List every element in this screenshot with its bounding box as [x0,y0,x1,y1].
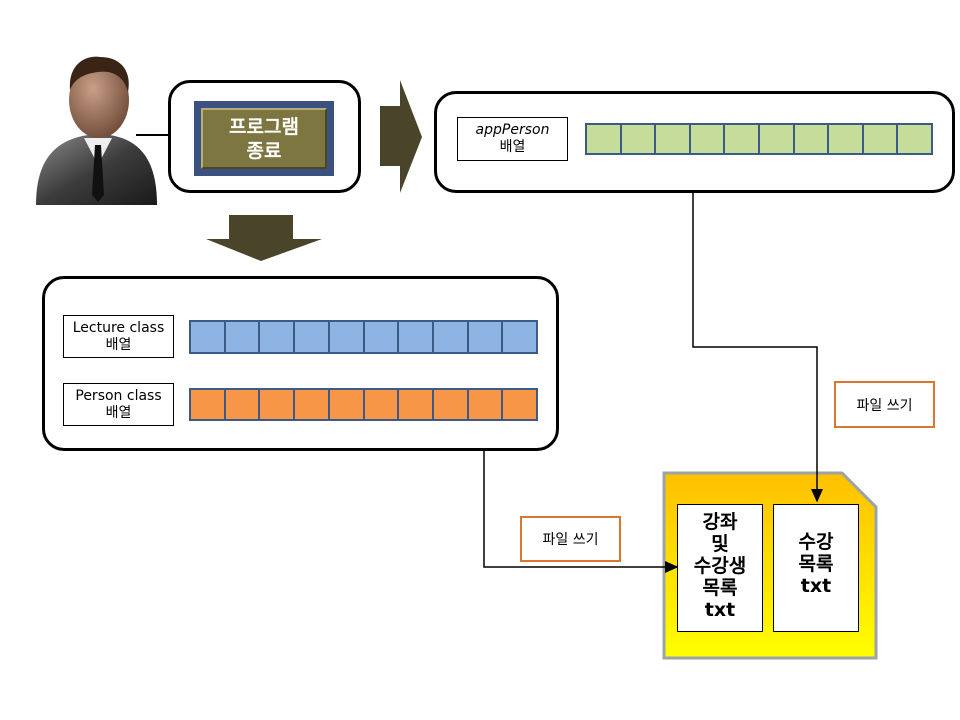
apperson-label-suffix: 배열 [499,139,526,155]
write-file-text-right: 파일 쓰기 [856,397,913,414]
file-left-line2: 및 [711,533,729,555]
file-left-line1: 강좌 [702,511,738,533]
file-right-line1: 수강 [798,531,834,553]
array-cell [725,125,760,153]
person-label-suffix: 배열 [105,404,132,421]
file-left-line5: txt [704,599,736,621]
exit-button-label-line2: 종료 [246,139,282,162]
exit-button-label-line1: 프로그램 [229,115,299,138]
array-cell [399,322,434,352]
array-cell [365,390,400,419]
apperson-label-name: appPerson [475,122,550,138]
file-left-line3: 수강생 [693,555,747,577]
write-file-text-left: 파일 쓰기 [542,532,599,548]
array-cell [898,125,931,153]
array-cell [656,125,691,153]
apperson-label: appPerson 배열 [457,117,568,161]
right-arrow-icon [380,80,422,193]
array-cell [365,322,400,352]
array-cell [587,125,622,153]
array-cell [469,390,504,419]
flow-line-classes [483,451,679,573]
array-cell [330,390,365,419]
apperson-array [585,123,933,155]
write-file-label-right: 파일 쓰기 [834,381,935,428]
array-cell [760,125,795,153]
array-cell [795,125,830,153]
enrollment-list-file: 수강 목록 txt [773,504,859,632]
lecture-label-suffix: 배열 [105,336,132,353]
array-cell [503,322,536,352]
lecture-label-name: Lecture class [72,319,165,336]
array-cell [295,322,330,352]
array-cell [434,390,469,419]
file-right-line3: txt [800,575,832,597]
person-label-name: Person class [75,387,162,404]
array-cell [469,322,504,352]
user-icon [36,56,157,205]
file-left-line4: 목록 [702,577,738,599]
array-cell [191,322,226,352]
array-cell [829,125,864,153]
person-array [189,388,538,421]
array-cell [503,390,536,419]
exit-button-frame[interactable]: 프로그램 종료 [194,101,334,176]
course-student-list-file: 강좌 및 수강생 목록 txt [677,504,763,632]
array-cell [226,322,261,352]
array-cell [295,390,330,419]
exit-program-button[interactable]: 프로그램 종료 [201,108,327,169]
array-cell [330,322,365,352]
write-file-label-left: 파일 쓰기 [520,516,621,562]
array-cell [864,125,899,153]
down-arrow-icon [206,215,322,261]
array-cell [191,390,226,419]
person-label: Person class 배열 [63,383,174,426]
file-right-line2: 목록 [798,553,834,575]
array-cell [434,322,469,352]
lecture-label: Lecture class 배열 [63,315,174,358]
array-cell [260,390,296,419]
flow-line-apperson [692,193,823,503]
array-cell [226,390,261,419]
array-cell [399,390,434,419]
array-cell [260,322,296,352]
array-cell [691,125,726,153]
lecture-array [189,320,538,354]
array-cell [622,125,657,153]
